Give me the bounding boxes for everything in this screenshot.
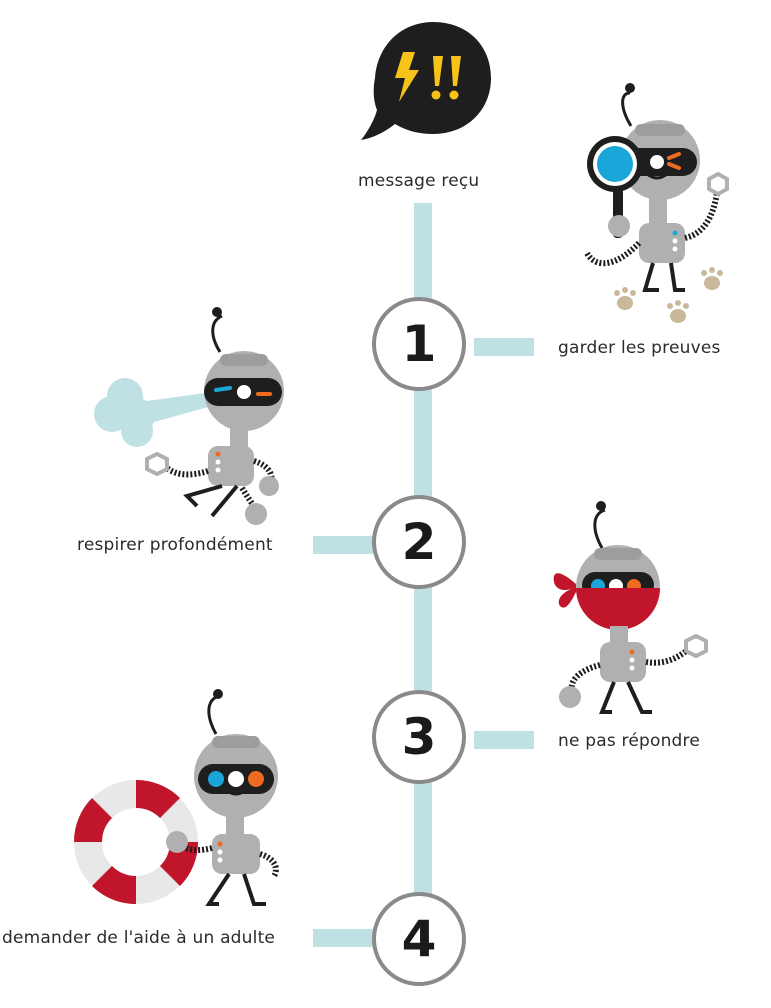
connector-step-2 (313, 536, 373, 554)
step-1-number: 1 (401, 315, 437, 373)
robot-masked-icon (553, 501, 708, 714)
step-3-label: ne pas répondre (558, 731, 701, 751)
header-label: message reçu (358, 171, 480, 191)
robot-magnifier-icon (584, 83, 729, 323)
step-3-number: 3 (401, 708, 437, 766)
step-4-circle: 4 (372, 892, 466, 986)
step-4-label: demander de l'aide à un adulte (2, 928, 276, 948)
connector-step-4 (313, 929, 373, 947)
step-4-number: 4 (401, 910, 437, 968)
step-1-label: garder les preuves (558, 338, 721, 358)
step-2-label: respirer profondément (77, 535, 273, 555)
step-2-circle: 2 (372, 495, 466, 589)
robot-lifebuoy-icon (74, 689, 279, 906)
robot-breathing-icon (94, 307, 284, 525)
connector-step-1 (474, 338, 534, 356)
connector-step-3 (474, 731, 534, 749)
step-1-circle: 1 (372, 297, 466, 391)
step-3-circle: 3 (372, 690, 466, 784)
step-2-number: 2 (401, 513, 437, 571)
alert-speech-bubble-icon (361, 22, 491, 140)
